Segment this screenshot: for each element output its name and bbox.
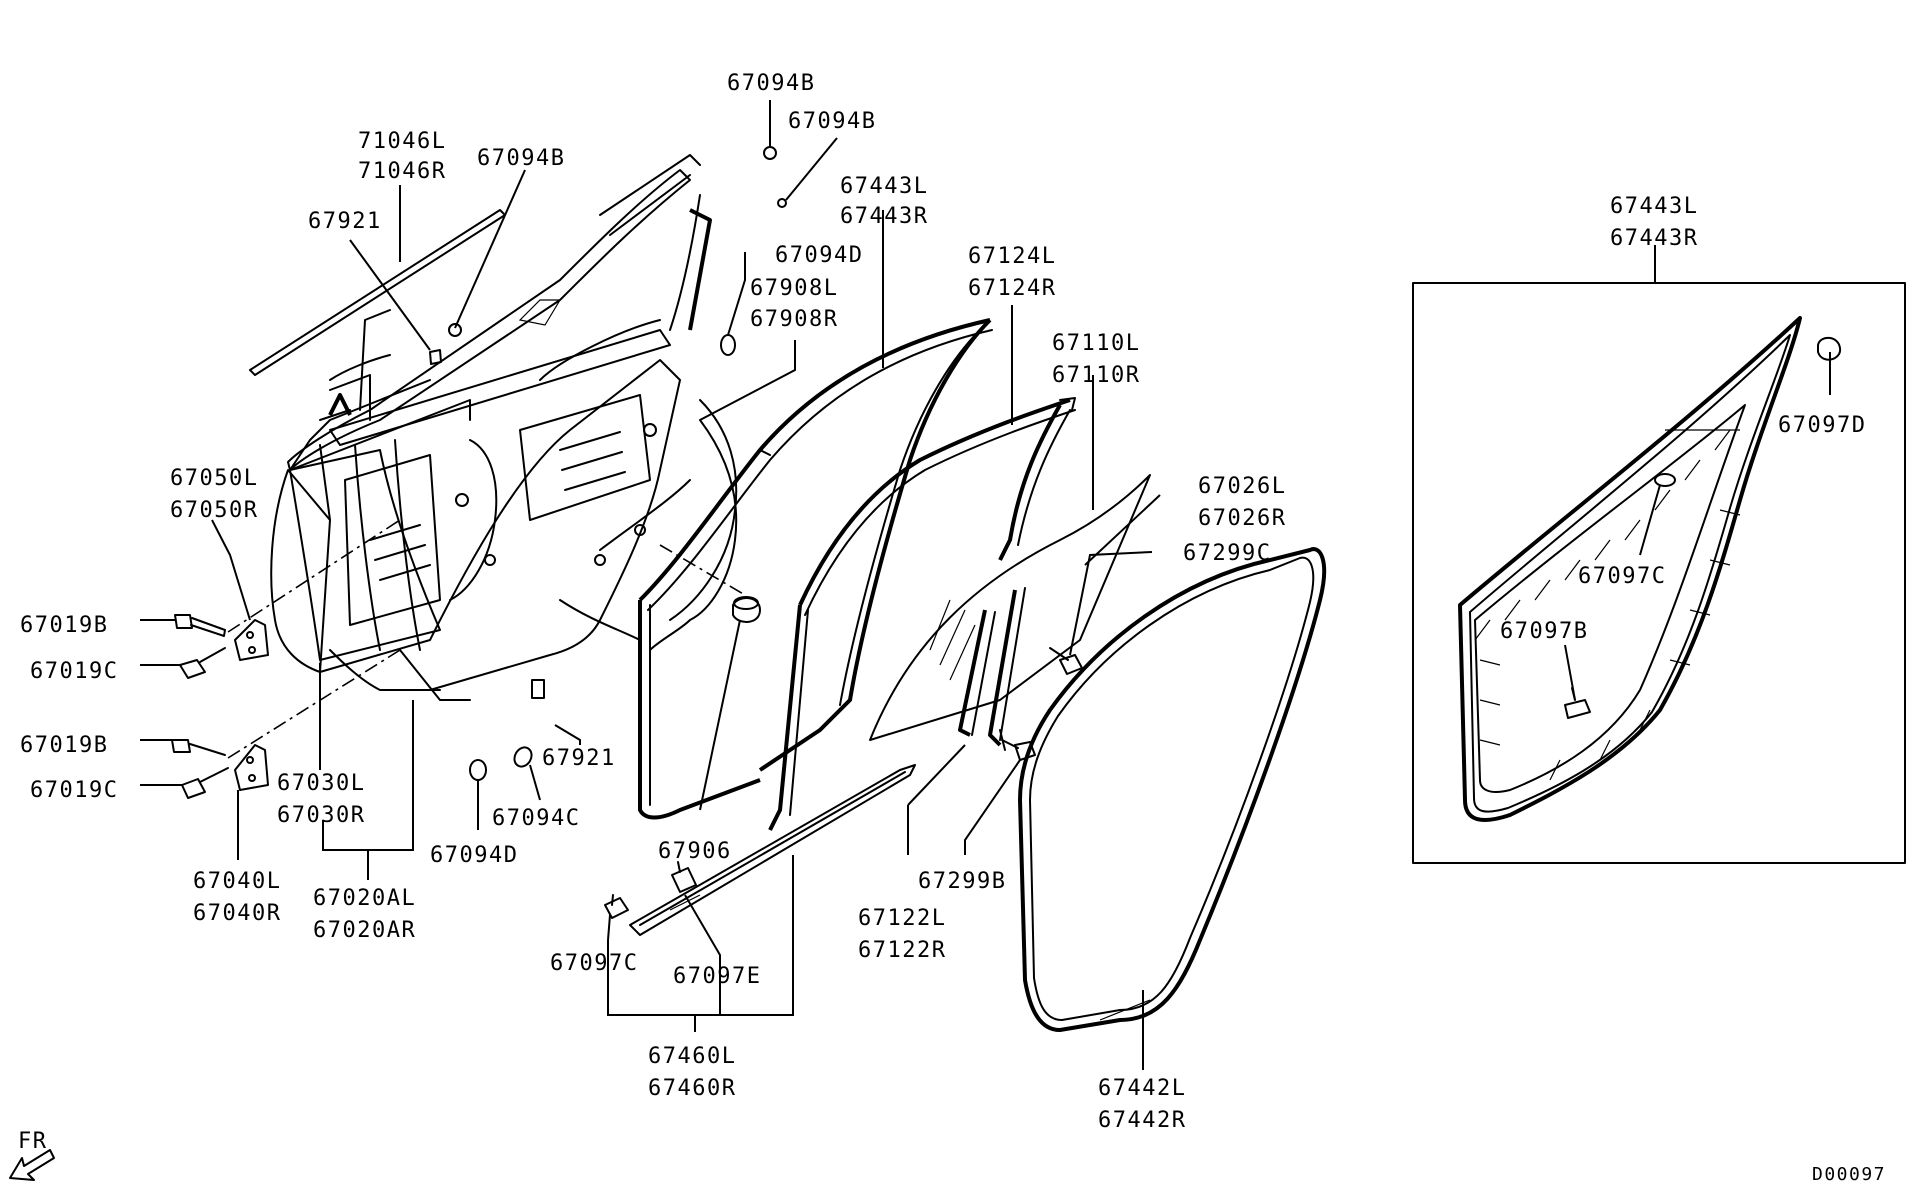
label-67124L: 67124L (968, 244, 1056, 269)
label-67124R: 67124R (968, 276, 1056, 301)
label-67299B: 67299B (918, 869, 1006, 894)
label-67019C-a: 67019C (30, 659, 118, 684)
label-67094D-a: 67094D (775, 243, 863, 268)
seal-67921-b (531, 679, 545, 699)
fr-label: FR (18, 1129, 48, 1154)
door-shell-part (270, 154, 738, 701)
plug-67094D-a (720, 334, 736, 356)
bolt-67019B-lower (171, 739, 226, 756)
label-67460L: 67460L (648, 1044, 736, 1069)
label-67030R: 67030R (277, 803, 365, 828)
label-67097C-a: 67097C (550, 951, 638, 976)
label-67094B-b: 67094B (788, 109, 876, 134)
label-67110L: 67110L (1052, 331, 1140, 356)
label-inset-67097C: 67097C (1578, 564, 1666, 589)
plug-67094D-b (469, 759, 487, 781)
delta-cover-part (649, 419, 738, 651)
leader-lines (140, 100, 1831, 1070)
inset-weatherstrip-part (1458, 316, 1802, 822)
label-67094B-a: 67094B (727, 71, 815, 96)
label-67443L: 67443L (840, 174, 928, 199)
label-67019B-b: 67019B (20, 733, 108, 758)
label-67030L: 67030L (277, 771, 365, 796)
label-67442R: 67442R (1098, 1108, 1186, 1133)
label-67908R: 67908R (750, 307, 838, 332)
window-weatherstrip-part (638, 318, 993, 820)
plug-67094B-a (763, 146, 777, 160)
belt-molding-part (249, 209, 506, 376)
seal-67921-a (429, 349, 442, 365)
bolt-67299C (1049, 647, 1083, 675)
label-67097E: 67097E (673, 964, 761, 989)
bolt-67019C-lower (181, 767, 229, 799)
glass-run-part (768, 397, 1076, 831)
fr-arrow-icon (9, 1149, 55, 1181)
label-inset-67443L: 67443L (1610, 194, 1698, 219)
label-inset-67097D: 67097D (1778, 413, 1866, 438)
plug-67094B-c (448, 323, 462, 337)
grommet-67906 (732, 596, 761, 623)
label-inset-67097B: 67097B (1500, 619, 1588, 644)
hinge-upper-part (234, 619, 269, 661)
bolt-67019B-upper (174, 614, 226, 637)
glass-channel-part (958, 587, 1026, 751)
label-67050L: 67050L (170, 466, 258, 491)
label-67110R: 67110R (1052, 363, 1140, 388)
clip-67097C-inset (1654, 473, 1676, 487)
label-67019B-a: 67019B (20, 613, 108, 638)
label-71046L: 71046L (358, 129, 446, 154)
clip-67097C (604, 894, 629, 919)
label-67921-a: 67921 (308, 209, 382, 234)
door-glass-part (869, 474, 1151, 741)
label-67026L: 67026L (1198, 474, 1286, 499)
plug-67094C (513, 746, 533, 768)
label-67094C: 67094C (492, 806, 580, 831)
outer-panel-part (289, 374, 441, 661)
clip-67097E (671, 861, 697, 893)
label-67094B-c: 67094B (477, 146, 565, 171)
plug-67094B-b (777, 198, 787, 208)
label-67040L: 67040L (193, 869, 281, 894)
inset-box (1412, 282, 1906, 864)
label-67299C: 67299C (1183, 541, 1271, 566)
label-71046R: 71046R (358, 159, 446, 184)
front-direction-marker: FR (9, 1129, 55, 1181)
bolt-67019C-upper (179, 647, 226, 679)
label-67122R: 67122R (858, 938, 946, 963)
label-67921-b: 67921 (542, 746, 616, 771)
bolt-67299B (1001, 739, 1036, 761)
label-67908L: 67908L (750, 276, 838, 301)
sill-plate-part (629, 764, 916, 936)
part-labels: 71046L 71046R 67094B 67094B 67094B 67921… (20, 71, 1866, 1133)
label-67906: 67906 (658, 839, 732, 864)
clip-67097B-inset (1564, 687, 1591, 719)
label-67094D-b: 67094D (430, 843, 518, 868)
opening-weatherstrip-part (1018, 547, 1327, 1032)
label-inset-67443R: 67443R (1610, 226, 1698, 251)
assembly-dash-lines (227, 519, 746, 759)
label-67460R: 67460R (648, 1076, 736, 1101)
label-67020AL: 67020AL (313, 886, 416, 911)
label-67050R: 67050R (170, 498, 258, 523)
label-67019C-b: 67019C (30, 778, 118, 803)
label-67122L: 67122L (858, 906, 946, 931)
label-67443R: 67443R (840, 204, 928, 229)
label-67020AR: 67020AR (313, 918, 416, 943)
clip-67097D-inset (1817, 336, 1842, 361)
label-67026R: 67026R (1198, 506, 1286, 531)
label-67040R: 67040R (193, 901, 281, 926)
hinge-lower-part (234, 744, 269, 791)
diagram-code: D00097 (1812, 1164, 1886, 1185)
label-67442L: 67442L (1098, 1076, 1186, 1101)
